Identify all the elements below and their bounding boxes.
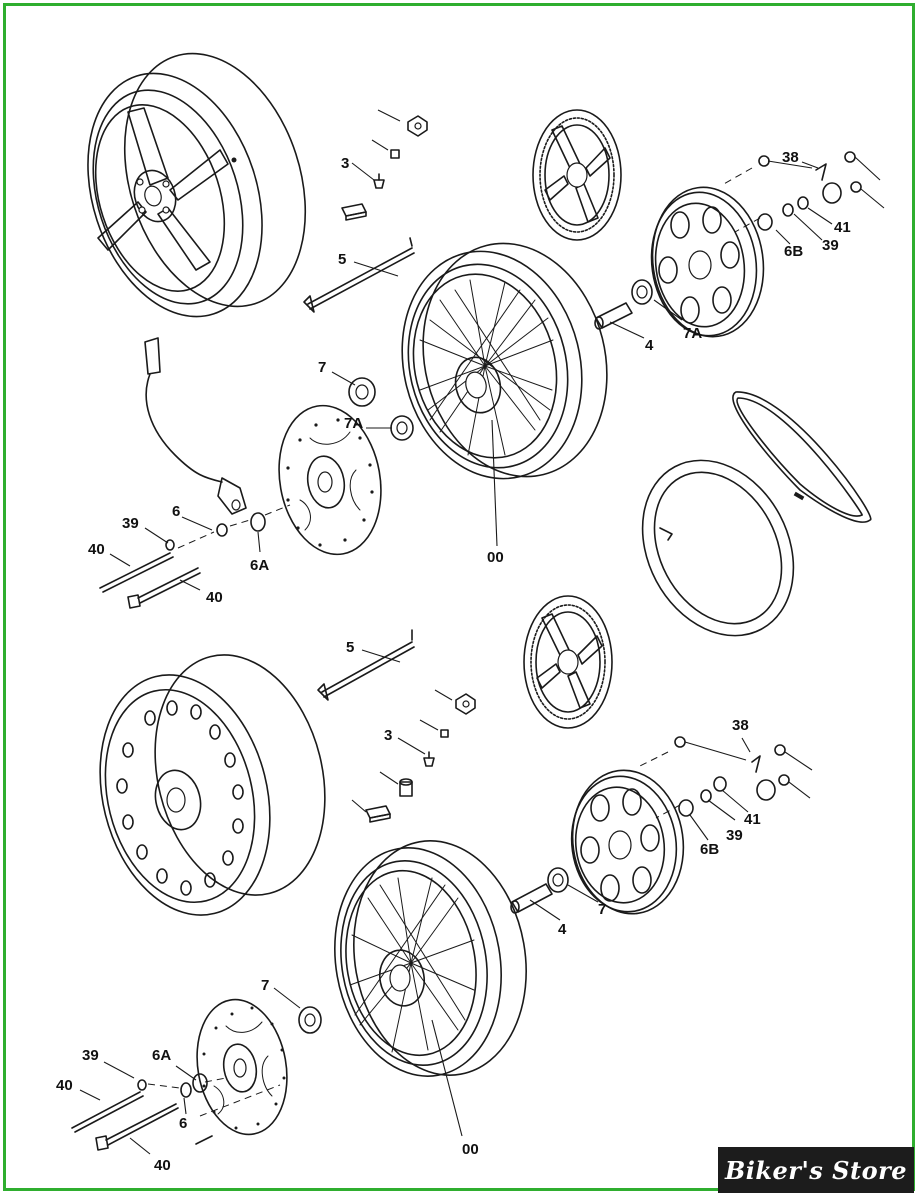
label-40-top-bolt: 40 xyxy=(206,589,223,606)
pulley-bottom-small xyxy=(523,595,613,729)
label-40-top: 40 xyxy=(88,541,105,558)
pulley-top-large xyxy=(650,186,765,338)
label-3-top: 3 xyxy=(341,155,349,172)
label-39-bottom-pulley: 39 xyxy=(726,827,743,844)
axle-left-bottom xyxy=(71,1073,281,1151)
label-6b-bottom: 6B xyxy=(700,841,719,858)
label-7a-top-pulley: 7A xyxy=(683,325,702,342)
brake-disc-bottom xyxy=(196,998,288,1136)
axle-left-top xyxy=(99,504,291,609)
label-39-bottom: 39 xyxy=(82,1047,99,1064)
brake-disc-top xyxy=(278,404,382,556)
label-39-top-pulley: 39 xyxy=(822,237,839,254)
label-39-top: 39 xyxy=(122,515,139,532)
label-3-bottom: 3 xyxy=(384,727,392,744)
pulley-bottom-large xyxy=(570,769,685,915)
label-00-top: 00 xyxy=(487,549,504,566)
tire-tube xyxy=(641,459,795,637)
label-5-bottom: 5 xyxy=(346,639,354,656)
spoked-wheel-bottom xyxy=(334,840,527,1077)
label-38-top: 38 xyxy=(782,149,799,166)
label-38-bottom: 38 xyxy=(732,717,749,734)
label-00-bottom: 00 xyxy=(462,1141,479,1158)
pulley-top-small xyxy=(532,109,622,241)
label-41-top: 41 xyxy=(834,219,851,236)
disc-wheel-bottom xyxy=(99,654,326,916)
label-6-top: 6 xyxy=(172,503,180,520)
axle-hardware-bottom xyxy=(510,736,813,914)
valve-hardware-top xyxy=(341,109,428,221)
abs-sensor-top xyxy=(144,337,247,515)
drive-belt xyxy=(732,391,872,523)
label-7a-top: 7A xyxy=(344,415,363,432)
label-7-top: 7 xyxy=(318,359,326,376)
bearing-bottom xyxy=(298,1006,322,1034)
spoked-wheel-top xyxy=(401,242,608,480)
label-7-bottom-pulley: 7 xyxy=(598,901,606,918)
leader-lines xyxy=(79,161,833,1155)
label-6a-top: 6A xyxy=(250,557,269,574)
label-5-top: 5 xyxy=(338,251,346,268)
label-41-bottom: 41 xyxy=(744,811,761,828)
page-frame xyxy=(3,3,915,1191)
brand-logo: Biker's Store xyxy=(718,1147,914,1193)
spoke-bottom xyxy=(317,629,415,701)
spoke-top xyxy=(303,237,415,313)
callout-labels: 3 5 7 7A 4 7A 00 38 6B 39 41 6 39 40 40 … xyxy=(56,149,851,1174)
label-7-bottom: 7 xyxy=(261,977,269,994)
cast-wheel-top xyxy=(87,52,307,318)
label-4-bottom: 4 xyxy=(558,921,567,938)
axle-hardware-top xyxy=(348,151,885,441)
label-40-bottom: 40 xyxy=(56,1077,73,1094)
label-4-top: 4 xyxy=(645,337,654,354)
valve-hardware-bottom xyxy=(351,689,476,823)
label-6-bottom: 6 xyxy=(179,1115,187,1132)
label-6b-top: 6B xyxy=(784,243,803,260)
label-40-bottom-bolt: 40 xyxy=(154,1157,171,1174)
label-6a-bottom: 6A xyxy=(152,1047,171,1064)
